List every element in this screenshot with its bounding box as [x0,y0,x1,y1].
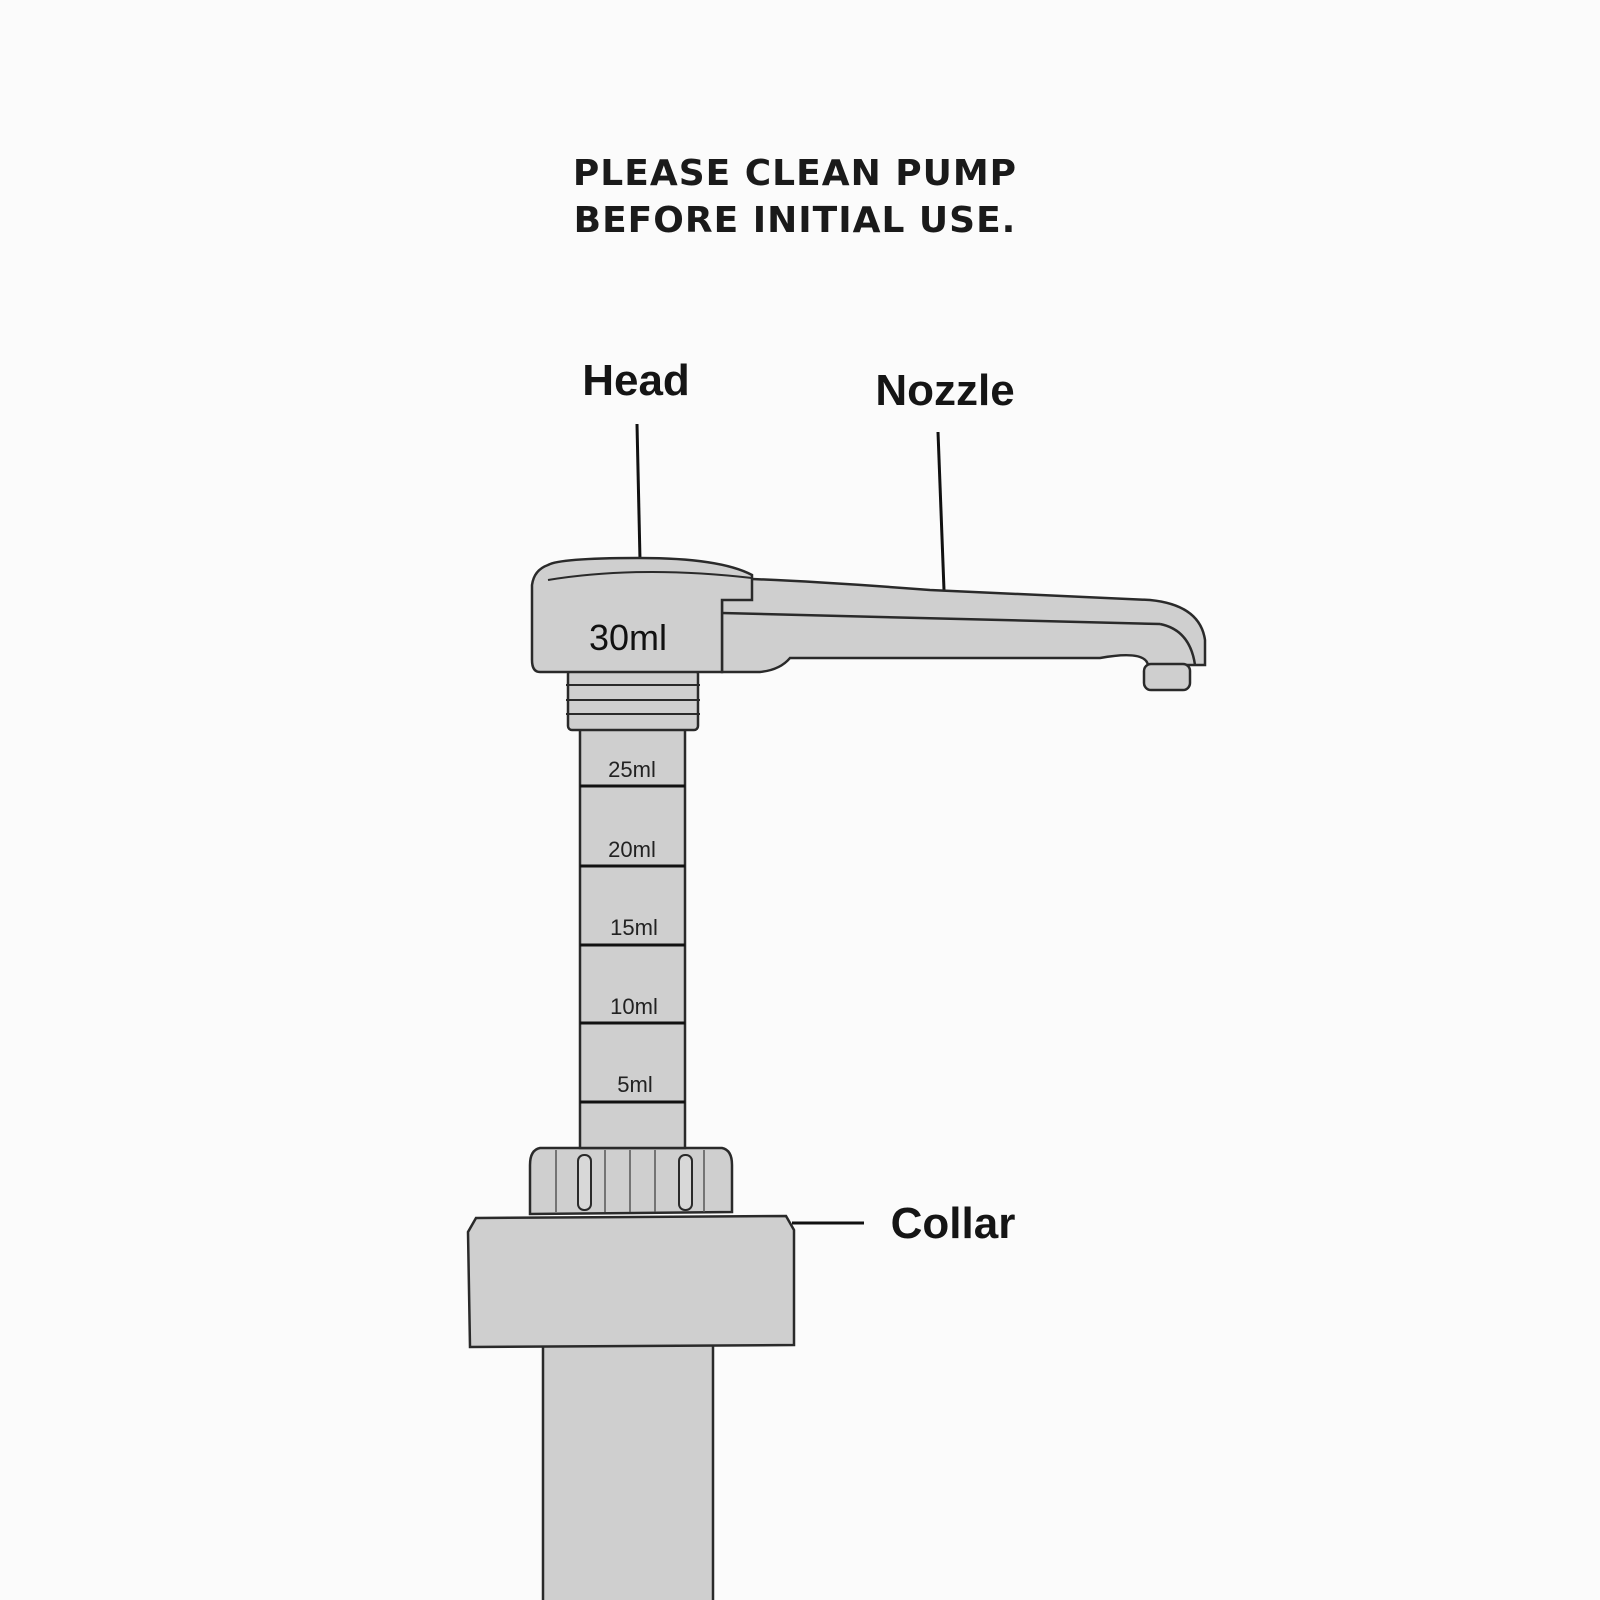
graduation-5ml: 5ml [617,1072,652,1097]
graduation-25ml: 25ml [608,757,656,782]
instruction-line-1: PLEASE CLEAN PUMP [573,153,1017,194]
head-leader-line [635,423,642,561]
collar [466,1214,796,1349]
graduation-15ml: 15ml [610,915,658,940]
label-nozzle: Nozzle [875,366,1014,415]
knurled-nut [528,1146,734,1216]
pump-stem [541,1343,715,1600]
graduated-tube: 25ml 20ml 15ml 10ml 5ml [578,726,687,1150]
nozzle-leader-line [936,431,946,591]
pump-head: 30ml [530,556,754,674]
instruction-line-2: BEFORE INITIAL USE. [574,200,1017,241]
head-capacity-label: 30ml [589,617,667,658]
threaded-neck [566,668,700,732]
graduation-20ml: 20ml [608,837,656,862]
nozzle-tip [1142,662,1192,692]
nozzle [720,576,1207,674]
label-head: Head [582,356,690,405]
label-collar: Collar [891,1199,1016,1248]
graduation-10ml: 10ml [610,994,658,1019]
